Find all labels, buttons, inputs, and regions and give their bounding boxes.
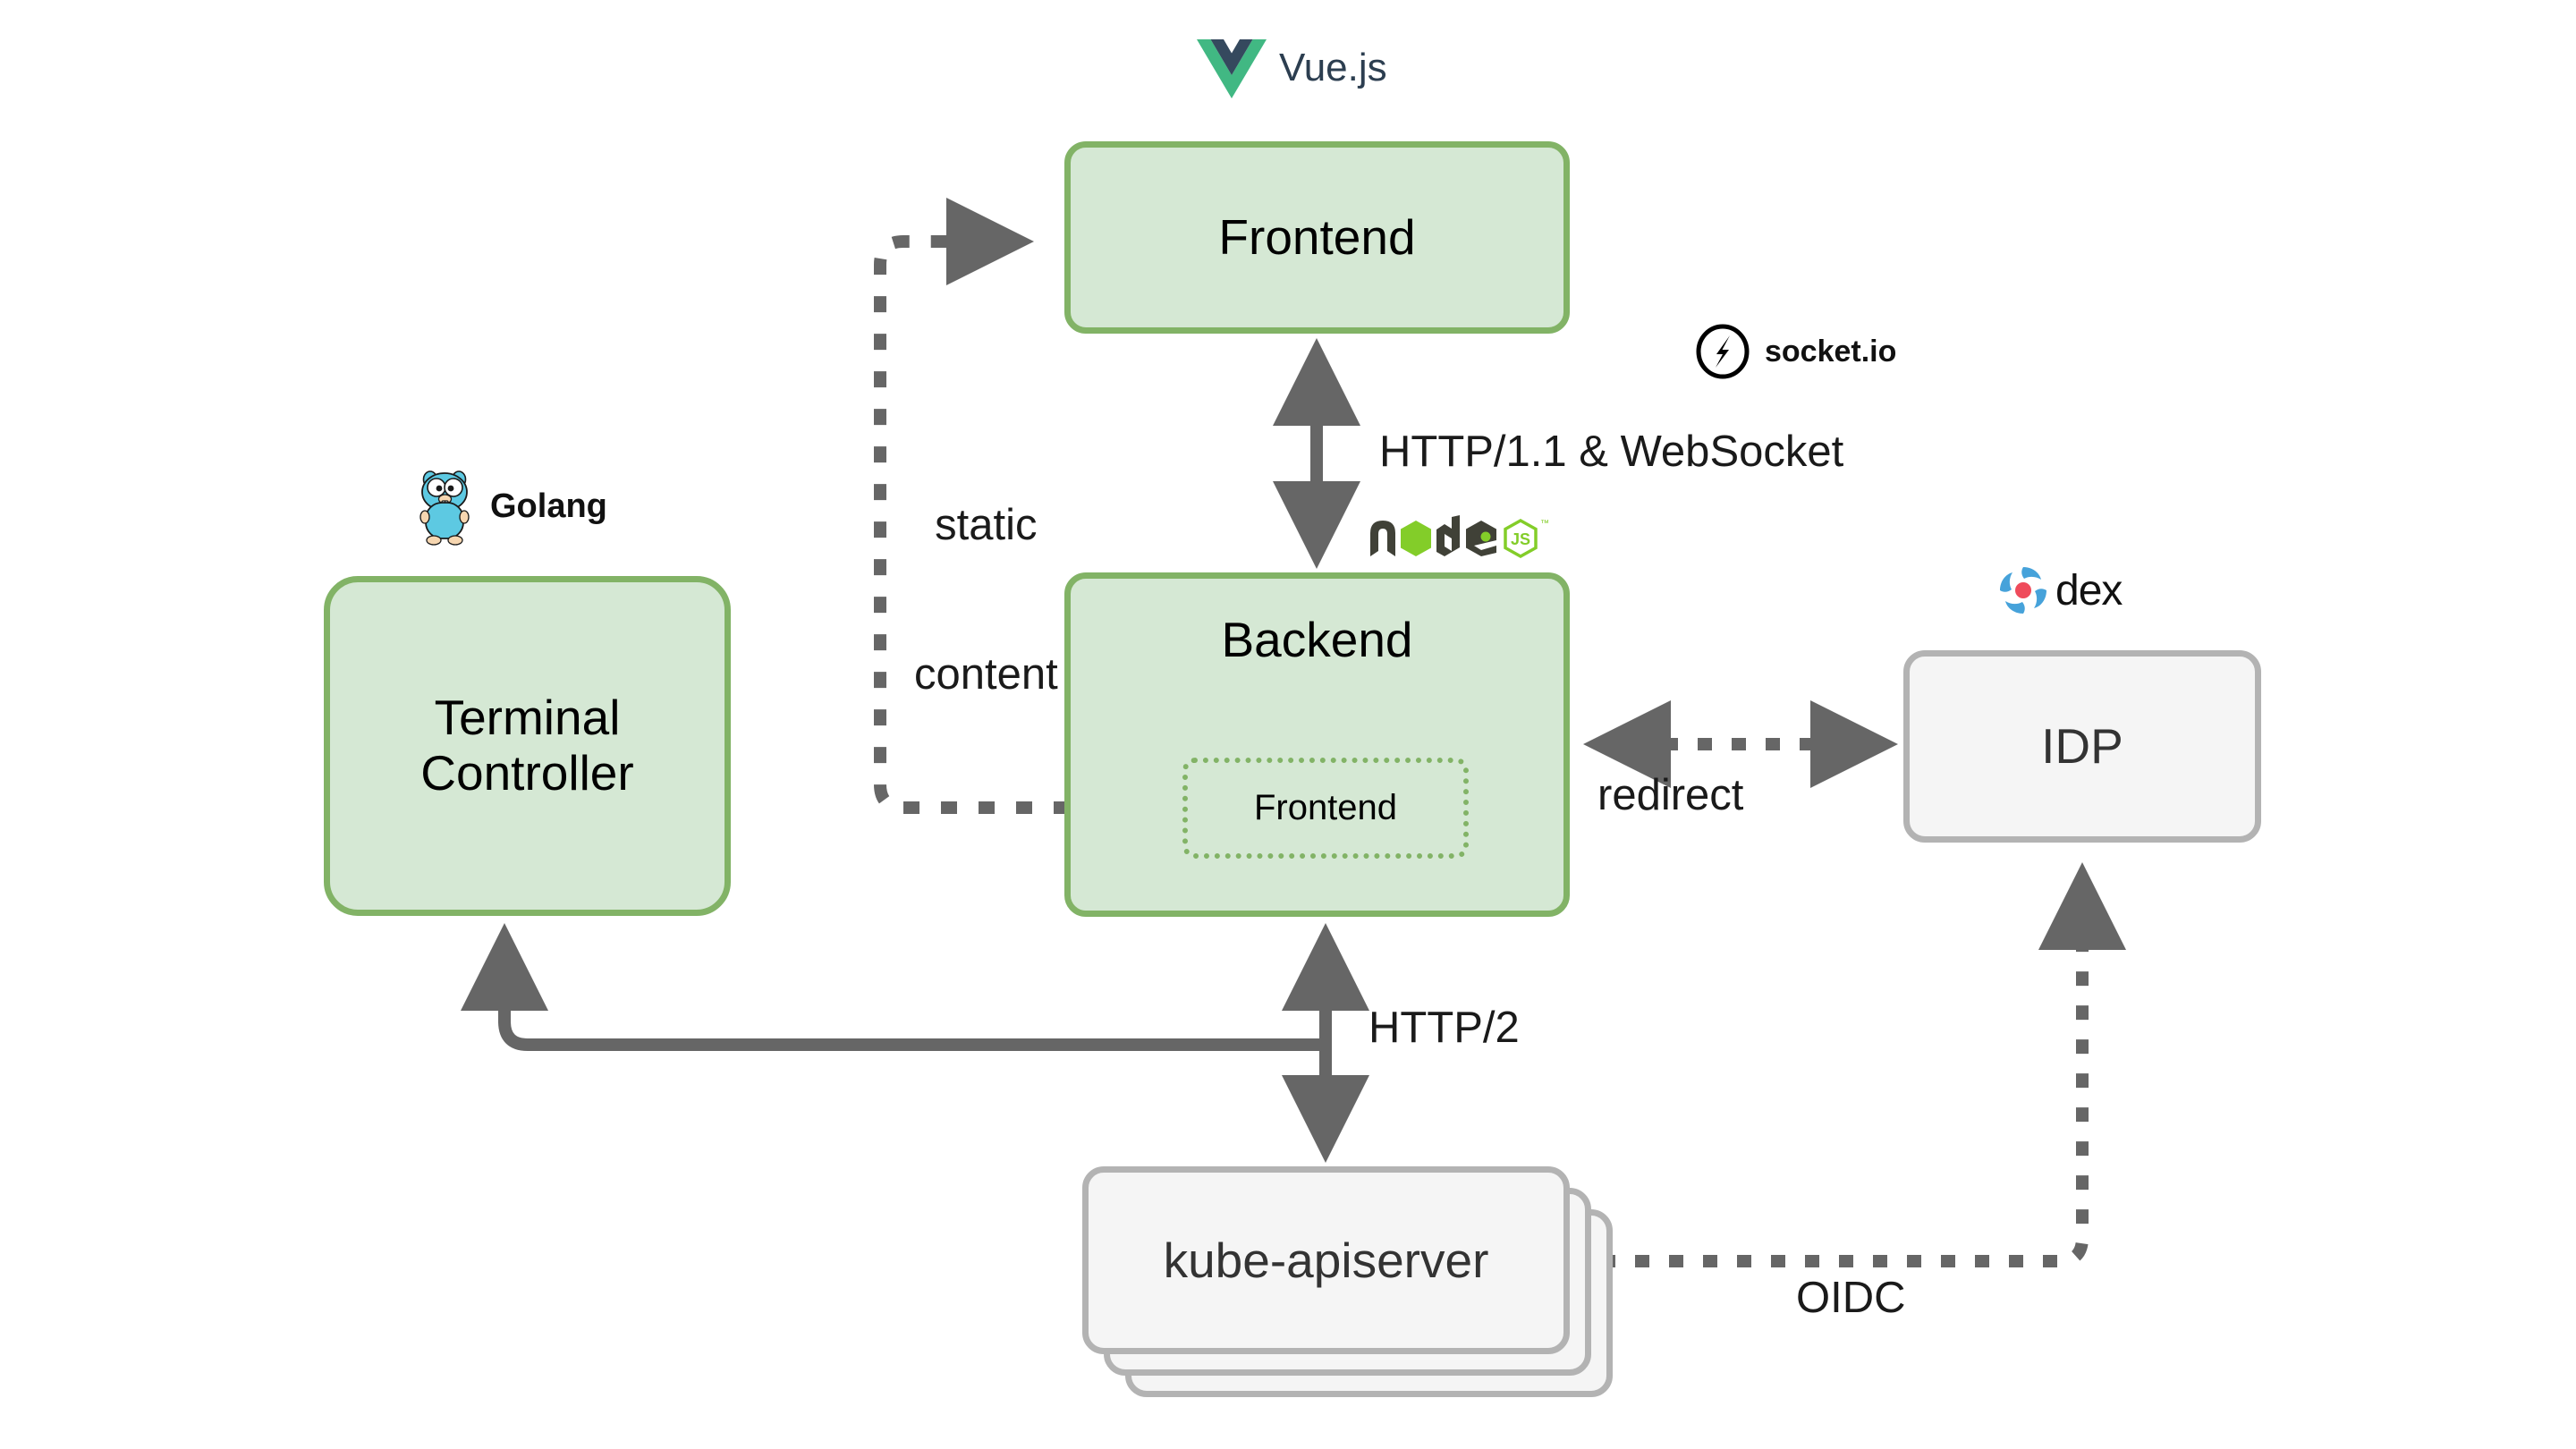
node-frontend-label: Frontend bbox=[1218, 208, 1416, 265]
edge-label-static-content-line2: content bbox=[914, 650, 1058, 699]
node-frontend[interactable]: Frontend bbox=[1064, 141, 1570, 334]
dex-icon bbox=[2000, 567, 2046, 614]
logo-socketio-label: socket.io bbox=[1765, 334, 1897, 369]
edge-static-content bbox=[874, 198, 1182, 814]
node-kube-apiserver[interactable]: kube-apiserver bbox=[1082, 1166, 1570, 1354]
logo-socketio: socket.io bbox=[1695, 324, 1896, 379]
node-backend-nested-frontend[interactable]: Frontend bbox=[1182, 758, 1469, 859]
edge-http2 bbox=[461, 923, 1369, 1163]
edge-label-oidc: OIDC bbox=[1796, 1274, 1906, 1322]
node-backend-label: Backend bbox=[1221, 612, 1413, 667]
logo-dex-label: dex bbox=[2055, 566, 2123, 614]
svg-text:™: ™ bbox=[1540, 519, 1549, 529]
logo-dex: dex bbox=[1996, 564, 2123, 617]
edge-label-redirect: redirect bbox=[1597, 771, 1744, 819]
golang-gopher-icon bbox=[419, 470, 470, 546]
node-terminal-controller[interactable]: Terminal Controller bbox=[324, 576, 731, 916]
node-backend-nested-frontend-label: Frontend bbox=[1253, 788, 1398, 827]
logo-nodejs: JS ™ bbox=[1367, 513, 1550, 560]
edge-label-static-content: static content bbox=[914, 401, 1058, 801]
edge-label-http11-websocket: HTTP/1.1 & WebSocket bbox=[1379, 428, 1844, 476]
node-terminal-controller-label-line2: Controller bbox=[420, 745, 634, 801]
svg-text:JS: JS bbox=[1511, 530, 1530, 548]
edge-label-static-content-line1: static bbox=[935, 500, 1038, 549]
socketio-icon bbox=[1696, 324, 1750, 379]
node-backend[interactable]: Backend bbox=[1064, 572, 1570, 917]
edge-label-http2: HTTP/2 bbox=[1368, 1004, 1520, 1052]
vuejs-icon bbox=[1197, 39, 1267, 98]
node-idp[interactable]: IDP bbox=[1903, 650, 2261, 843]
nodejs-icon: JS ™ bbox=[1370, 515, 1549, 559]
logo-golang-label: Golang bbox=[490, 487, 607, 525]
logo-golang: Golang bbox=[411, 465, 607, 547]
node-idp-label: IDP bbox=[2041, 717, 2123, 774]
logo-vuejs: Vue.js bbox=[1197, 38, 1387, 98]
node-terminal-controller-label-line1: Terminal bbox=[434, 690, 621, 746]
node-kube-apiserver-label: kube-apiserver bbox=[1163, 1233, 1489, 1288]
edge-oidc bbox=[1601, 862, 2126, 1267]
logo-vuejs-label: Vue.js bbox=[1279, 46, 1387, 89]
